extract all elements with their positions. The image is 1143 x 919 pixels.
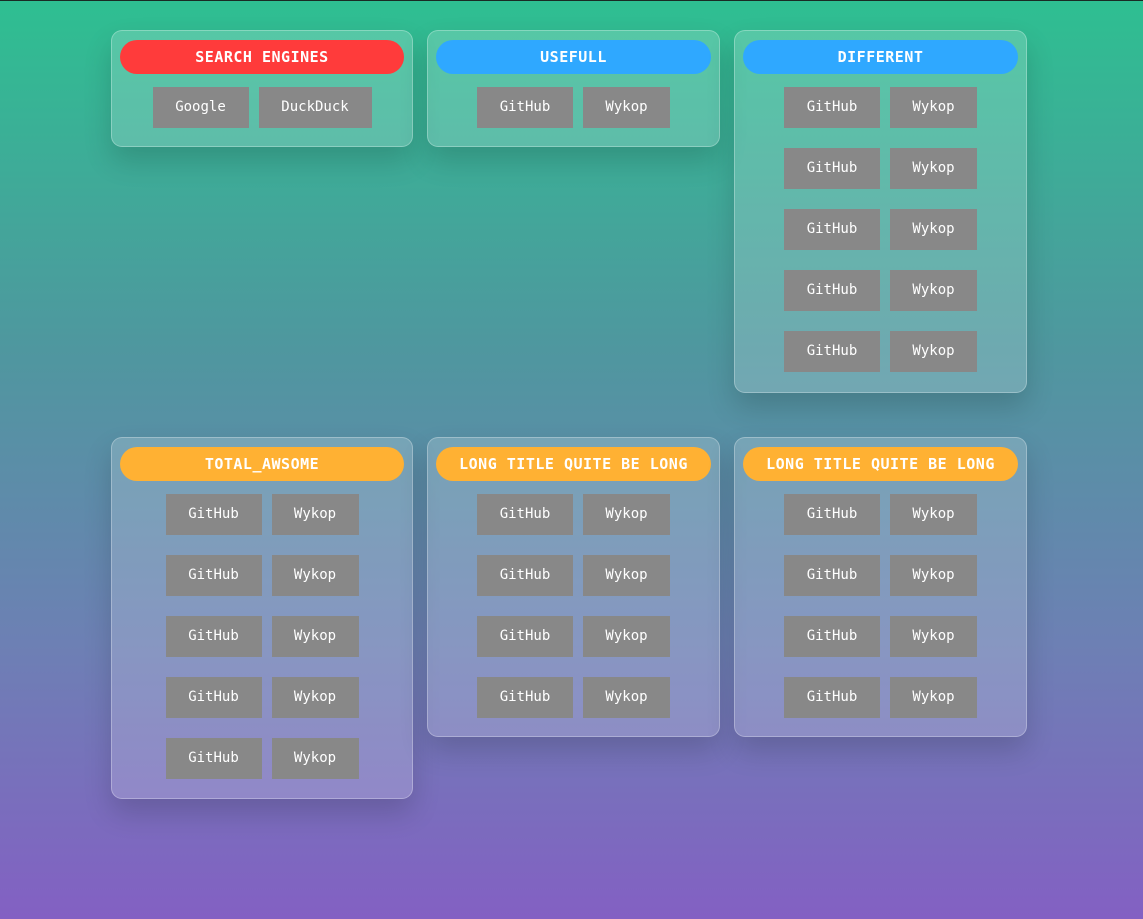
link-button-wykop[interactable]: Wykop	[271, 738, 359, 779]
link-list: GitHub Wykop GitHub Wykop GitHub Wykop G…	[735, 87, 1026, 392]
link-button-github[interactable]: GitHub	[165, 616, 262, 657]
card-title: LONG TITLE QUITE BE LONG	[743, 447, 1018, 481]
link-list: GitHub Wykop GitHub Wykop GitHub Wykop G…	[735, 494, 1026, 738]
link-button-duckduck[interactable]: DuckDuck	[258, 87, 372, 128]
link-button-wykop[interactable]: Wykop	[890, 677, 977, 718]
link-row: GitHub Wykop	[165, 494, 359, 535]
card-title: DIFFERENT	[743, 40, 1018, 74]
link-row: GitHub Wykop	[784, 148, 977, 189]
link-list: Google DuckDuck	[112, 87, 412, 148]
link-button-github[interactable]: GitHub	[784, 331, 880, 372]
link-row: GitHub Wykop	[477, 87, 670, 128]
link-button-wykop[interactable]: Wykop	[271, 494, 359, 535]
link-button-wykop[interactable]: Wykop	[890, 148, 977, 189]
link-button-wykop[interactable]: Wykop	[890, 87, 977, 128]
link-list: GitHub Wykop GitHub Wykop GitHub Wykop G…	[428, 494, 719, 738]
link-row: Google DuckDuck	[152, 87, 372, 128]
link-row: GitHub Wykop	[784, 209, 977, 250]
link-button-github[interactable]: GitHub	[477, 677, 573, 718]
link-button-github[interactable]: GitHub	[784, 677, 880, 718]
link-list: GitHub Wykop	[428, 87, 719, 148]
link-button-wykop[interactable]: Wykop	[583, 494, 670, 535]
link-row: GitHub Wykop	[165, 616, 359, 657]
card-long-title-2: LONG TITLE QUITE BE LONG GitHub Wykop Gi…	[734, 437, 1027, 737]
link-button-wykop[interactable]: Wykop	[890, 616, 977, 657]
link-button-github[interactable]: GitHub	[784, 270, 880, 311]
card-long-title-1: LONG TITLE QUITE BE LONG GitHub Wykop Gi…	[427, 437, 720, 737]
link-row: GitHub Wykop	[165, 677, 359, 718]
card-total-awsome: TOTAL_AWSOME GitHub Wykop GitHub Wykop G…	[111, 437, 413, 799]
link-button-github[interactable]: GitHub	[165, 677, 262, 718]
link-button-github[interactable]: GitHub	[165, 738, 262, 779]
card-different: DIFFERENT GitHub Wykop GitHub Wykop GitH…	[734, 30, 1027, 393]
link-button-wykop[interactable]: Wykop	[271, 677, 359, 718]
link-row: GitHub Wykop	[784, 87, 977, 128]
link-button-wykop[interactable]: Wykop	[583, 677, 670, 718]
link-button-github[interactable]: GitHub	[477, 616, 573, 657]
link-button-wykop[interactable]: Wykop	[271, 555, 359, 596]
link-row: GitHub Wykop	[477, 555, 670, 596]
link-button-github[interactable]: GitHub	[784, 209, 880, 250]
link-list: GitHub Wykop GitHub Wykop GitHub Wykop G…	[112, 494, 412, 799]
link-button-github[interactable]: GitHub	[477, 494, 573, 535]
link-button-github[interactable]: GitHub	[784, 494, 880, 535]
card-title: LONG TITLE QUITE BE LONG	[436, 447, 711, 481]
link-row: GitHub Wykop	[784, 331, 977, 372]
link-row: GitHub Wykop	[784, 270, 977, 311]
link-button-github[interactable]: GitHub	[784, 555, 880, 596]
link-row: GitHub Wykop	[784, 494, 977, 535]
link-button-wykop[interactable]: Wykop	[583, 87, 670, 128]
link-button-wykop[interactable]: Wykop	[890, 209, 977, 250]
link-button-github[interactable]: GitHub	[165, 555, 262, 596]
card-title: USEFULL	[436, 40, 711, 74]
link-button-github[interactable]: GitHub	[784, 148, 880, 189]
link-button-wykop[interactable]: Wykop	[271, 616, 359, 657]
link-row: GitHub Wykop	[165, 555, 359, 596]
link-button-wykop[interactable]: Wykop	[583, 616, 670, 657]
link-button-wykop[interactable]: Wykop	[890, 270, 977, 311]
link-button-github[interactable]: GitHub	[784, 616, 880, 657]
link-row: GitHub Wykop	[477, 494, 670, 535]
link-button-github[interactable]: GitHub	[784, 87, 880, 128]
link-row: GitHub Wykop	[784, 555, 977, 596]
link-button-github[interactable]: GitHub	[477, 555, 573, 596]
card-usefull: USEFULL GitHub Wykop	[427, 30, 720, 147]
link-button-google[interactable]: Google	[152, 87, 249, 128]
link-row: GitHub Wykop	[477, 677, 670, 718]
link-button-github[interactable]: GitHub	[477, 87, 573, 128]
link-button-wykop[interactable]: Wykop	[583, 555, 670, 596]
link-button-wykop[interactable]: Wykop	[890, 555, 977, 596]
link-row: GitHub Wykop	[165, 738, 359, 779]
link-button-wykop[interactable]: Wykop	[890, 331, 977, 372]
card-search-engines: SEARCH ENGINES Google DuckDuck	[111, 30, 413, 147]
link-button-wykop[interactable]: Wykop	[890, 494, 977, 535]
link-row: GitHub Wykop	[477, 616, 670, 657]
link-button-github[interactable]: GitHub	[165, 494, 262, 535]
card-title: SEARCH ENGINES	[120, 40, 404, 74]
link-row: GitHub Wykop	[784, 616, 977, 657]
link-row: GitHub Wykop	[784, 677, 977, 718]
card-title: TOTAL_AWSOME	[120, 447, 404, 481]
